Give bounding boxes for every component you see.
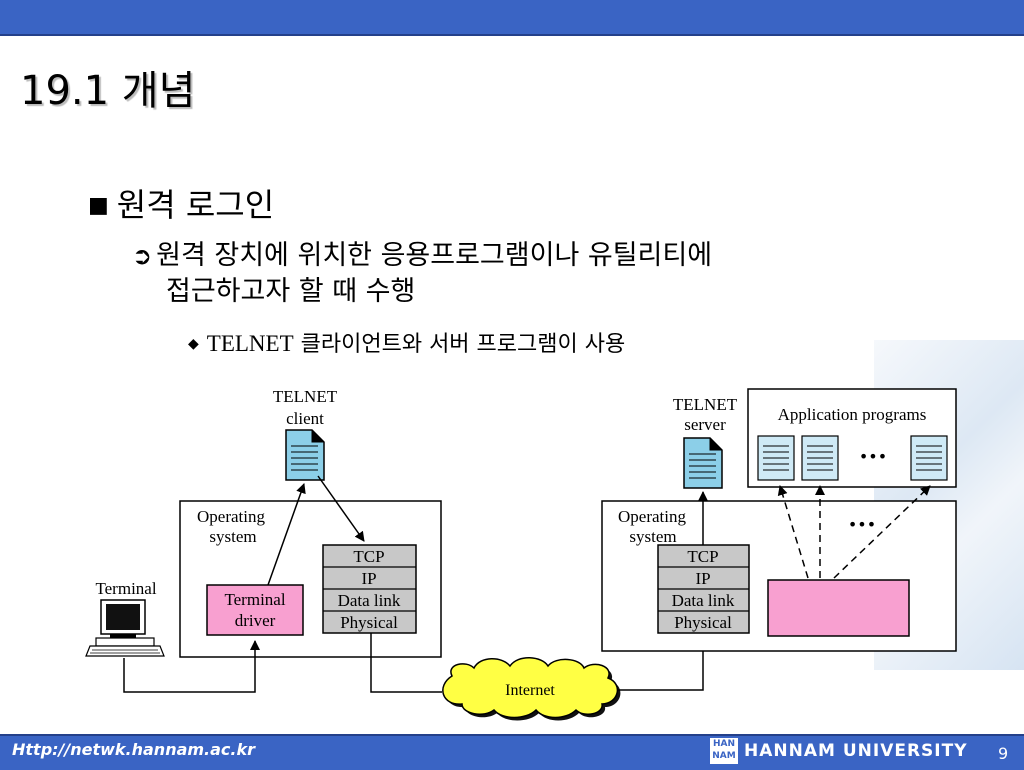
terminal-label: Terminal: [95, 579, 156, 598]
bullet-level2-line2: 접근하고자 할 때 수행: [166, 276, 416, 307]
app-program-icon-1: [757, 435, 795, 481]
os-right-label-2: system: [629, 527, 676, 546]
footer-university: HANNAM UNIVERSITY: [744, 741, 968, 761]
ellipsis-mid: •••: [848, 515, 876, 534]
square-bullet-icon: ■: [88, 193, 109, 218]
dashed-arrows: [777, 485, 931, 579]
bullet-level2: ➲원격 장치에 위치한 응용프로그램이나 유틸리티에 접근하고자 할 때 수행: [132, 238, 952, 310]
footer-url: Http://netwk.hannam.ac.kr: [12, 740, 256, 759]
slide-title: 19.1 개념: [20, 68, 196, 114]
stack-left-tcp: TCP: [353, 547, 384, 566]
stack-left-physical: Physical: [340, 613, 398, 632]
server-label-1: TELNET: [673, 395, 738, 414]
client-document-icon: [285, 429, 325, 481]
stack-right-physical: Physical: [674, 613, 732, 632]
university-logo-icon: HAN NAM: [710, 738, 738, 764]
bullet-level3-ko: 클라이언트와 서버 프로그램이 사용: [293, 332, 626, 357]
terminal-driver-box: [206, 584, 304, 636]
os-box-left: [179, 500, 442, 658]
client-label-2: client: [286, 409, 324, 428]
server-label-2: server: [684, 415, 726, 434]
bottom-bar: [0, 734, 1024, 770]
os-left-label-2: system: [209, 527, 256, 546]
stack-left-datalink: Data link: [338, 591, 401, 610]
terminal-computer-icon: [85, 599, 165, 657]
bullet-level1: ■ 원격 로그인: [88, 180, 274, 226]
client-label-1: TELNET: [273, 387, 338, 406]
internet-cloud: Internet: [442, 657, 621, 721]
diamond-bullet-icon: ◆: [188, 336, 199, 352]
app-program-icon-3: [910, 435, 948, 481]
top-bar: [0, 0, 1024, 36]
terminal-driver-label-1: Terminal: [224, 590, 285, 609]
server-pseudo-terminal-box: [767, 579, 910, 637]
bullet-level1-text: 원격 로그인: [116, 186, 275, 224]
telnet-diagram: TELNET client Operating system Terminal …: [85, 387, 957, 721]
bullet-level2-line1: 원격 장치에 위치한 응용프로그램이나 유틸리티에: [156, 240, 713, 271]
app-program-icon-2: [801, 435, 839, 481]
terminal-driver-label-2: driver: [235, 611, 276, 630]
stack-left-ip: IP: [361, 569, 376, 588]
os-right-label-1: Operating: [618, 507, 686, 526]
app-programs-label: Application programs: [778, 405, 927, 424]
bullet-level3-en: TELNET: [206, 331, 294, 356]
bullet-level3: ◆ TELNET 클라이언트와 서버 프로그램이 사용: [188, 326, 625, 358]
arrow-bullet-icon: ➲: [132, 242, 153, 270]
server-document-icon: [683, 437, 723, 489]
stack-right-ip: IP: [695, 569, 710, 588]
internet-label: Internet: [505, 682, 555, 699]
ellipsis-top: •••: [859, 447, 887, 466]
arrow-driver-to-client: [267, 483, 306, 586]
wire-internet-to-server: [618, 639, 708, 691]
page-number: 9: [998, 744, 1009, 763]
os-left-label-1: Operating: [197, 507, 265, 526]
wire-physical-to-internet: [370, 633, 442, 693]
arrow-client-to-tcp: [317, 475, 365, 542]
protocol-stack-left: TCP IP Data link Physical: [322, 544, 417, 634]
protocol-stack-right: TCP IP Data link Physical: [657, 544, 750, 634]
stack-right-tcp: TCP: [687, 547, 718, 566]
stack-right-datalink: Data link: [672, 591, 735, 610]
wire-terminal-to-driver: [123, 640, 260, 693]
